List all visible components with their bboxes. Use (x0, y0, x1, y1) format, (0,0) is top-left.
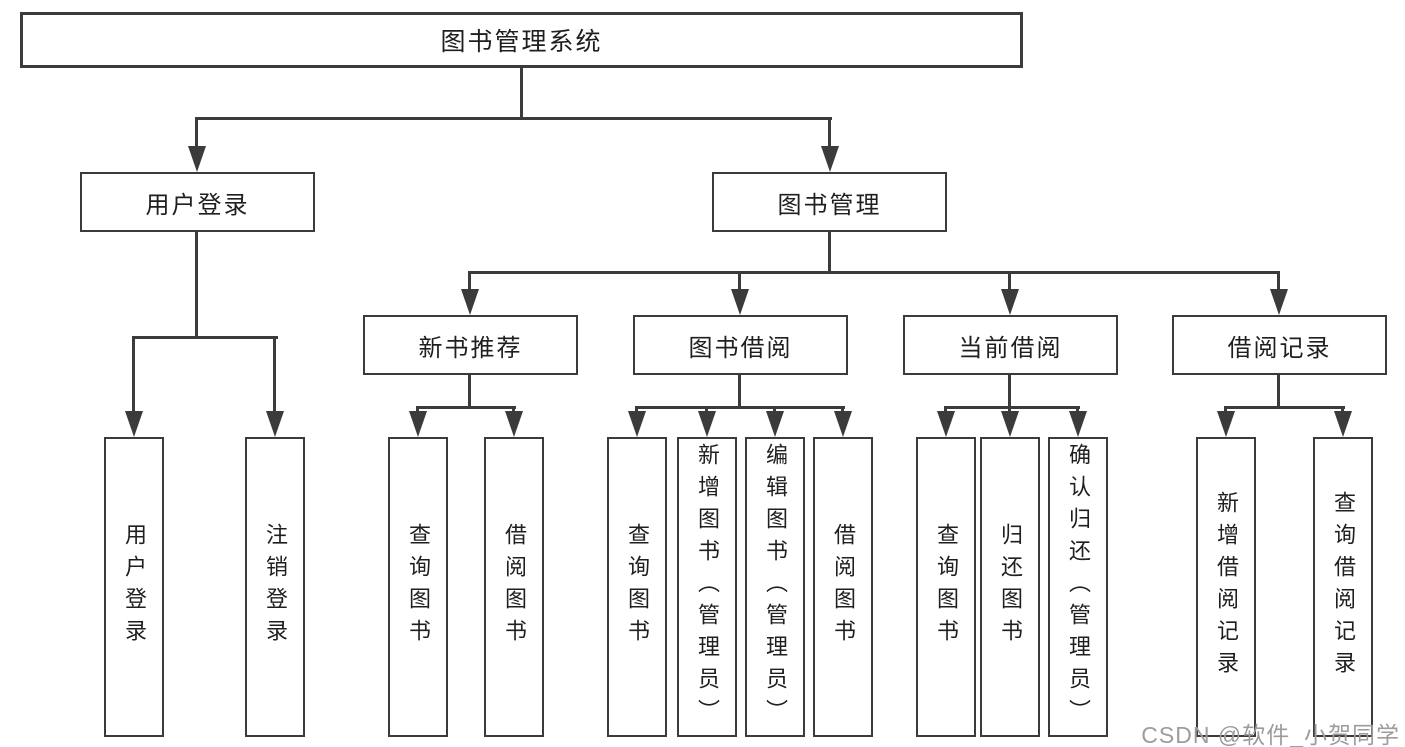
arrow-down-icon (1001, 289, 1019, 315)
connector-vline (1341, 406, 1344, 415)
connector-vline (132, 336, 135, 413)
node-current-borrowing: 当前借阅 (903, 315, 1118, 375)
node-borrow-books-borrowing: 借阅图书 (813, 437, 873, 737)
csdn-watermark: CSDN @软件_小贺同学 (1141, 722, 1400, 747)
connector-vline (773, 406, 776, 415)
arrow-down-icon (125, 411, 143, 437)
connector-vline (195, 232, 198, 339)
arrow-down-icon (821, 146, 839, 172)
node-query-borrow-record: 查询借阅记录 (1313, 437, 1373, 737)
node-book-borrowing: 图书借阅 (633, 315, 848, 375)
node-borrow-books-recommend: 借阅图书 (484, 437, 544, 737)
arrow-down-icon (1069, 411, 1087, 437)
node-edit-book-admin: 编辑图书（管理员） (745, 437, 805, 737)
node-logout: 注销登录 (245, 437, 305, 737)
node-library-management-system: 图书管理系统 (20, 12, 1023, 68)
node-add-borrow-record: 新增借阅记录 (1196, 437, 1256, 737)
connector-vline (1277, 375, 1280, 409)
arrow-down-icon (505, 411, 523, 437)
connector-vline (738, 375, 741, 409)
node-label: 借阅记录 (1227, 334, 1332, 362)
node-label: 新书推荐 (418, 334, 523, 362)
node-label: 图书借阅 (688, 334, 793, 362)
connector-vline (512, 406, 515, 415)
arrow-down-icon (188, 146, 206, 172)
node-label: 借阅图书 (502, 523, 527, 651)
connector-vline (1224, 406, 1227, 415)
connector-vline (828, 117, 831, 148)
arrow-down-icon (1270, 289, 1288, 315)
arrow-down-icon (1334, 411, 1352, 437)
arrow-down-icon (461, 289, 479, 315)
node-label: 编辑图书（管理员） (763, 443, 788, 731)
arrow-down-icon (1001, 411, 1019, 437)
connector-hline (195, 117, 832, 120)
arrow-down-icon (766, 411, 784, 437)
connector-vline (520, 68, 523, 119)
node-label: 新增图书（管理员） (695, 443, 720, 731)
node-label: 用户登录 (145, 191, 250, 219)
connector-hline (944, 406, 1080, 409)
node-label: 查询借阅记录 (1331, 491, 1356, 683)
connector-hline (416, 406, 516, 409)
connector-hline (132, 336, 278, 339)
node-label: 借阅图书 (831, 523, 856, 651)
node-label: 注销登录 (263, 523, 288, 651)
node-label: 确认归还（管理员） (1066, 443, 1091, 731)
node-label: 图书管理 (777, 191, 882, 219)
node-new-book-recommendation: 新书推荐 (363, 315, 578, 375)
connector-vline (705, 406, 708, 415)
connector-vline (195, 117, 198, 148)
arrow-down-icon (1217, 411, 1235, 437)
connector-vline (738, 271, 741, 291)
node-borrowing-records: 借阅记录 (1172, 315, 1387, 375)
connector-vline (944, 406, 947, 415)
connector-vline (416, 406, 419, 415)
connector-vline (1076, 406, 1079, 415)
node-book-management: 图书管理 (712, 172, 947, 232)
node-user-login-action: 用户登录 (104, 437, 164, 737)
connector-vline (635, 406, 638, 415)
connector-vline (468, 271, 471, 291)
arrow-down-icon (731, 289, 749, 315)
node-label: 新增借阅记录 (1214, 491, 1239, 683)
node-confirm-return-admin: 确认归还（管理员） (1048, 437, 1108, 737)
connector-vline (1008, 406, 1011, 415)
node-label: 查询图书 (406, 523, 431, 651)
node-add-book-admin: 新增图书（管理员） (677, 437, 737, 737)
connector-hline (1224, 406, 1345, 409)
connector-hline (635, 406, 845, 409)
connector-vline (273, 336, 276, 413)
connector-vline (841, 406, 844, 415)
arrow-down-icon (409, 411, 427, 437)
node-return-books: 归还图书 (980, 437, 1040, 737)
connector-vline (1008, 271, 1011, 291)
node-query-books-recommend: 查询图书 (388, 437, 448, 737)
node-label: 图书管理系统 (440, 28, 603, 56)
connector-hline (468, 271, 1280, 274)
node-query-books-current: 查询图书 (916, 437, 976, 737)
node-label: 查询图书 (625, 523, 650, 651)
connector-vline (468, 375, 471, 409)
node-label: 归还图书 (998, 523, 1023, 651)
arrow-down-icon (628, 411, 646, 437)
node-user-login: 用户登录 (80, 172, 315, 232)
node-query-books-borrowing: 查询图书 (607, 437, 667, 737)
arrow-down-icon (266, 411, 284, 437)
arrow-down-icon (937, 411, 955, 437)
connector-vline (1277, 271, 1280, 291)
connector-vline (828, 232, 831, 273)
node-label: 查询图书 (934, 523, 959, 651)
arrow-down-icon (834, 411, 852, 437)
node-label: 用户登录 (122, 523, 147, 651)
connector-vline (1008, 375, 1011, 409)
arrow-down-icon (698, 411, 716, 437)
node-label: 当前借阅 (958, 334, 1063, 362)
